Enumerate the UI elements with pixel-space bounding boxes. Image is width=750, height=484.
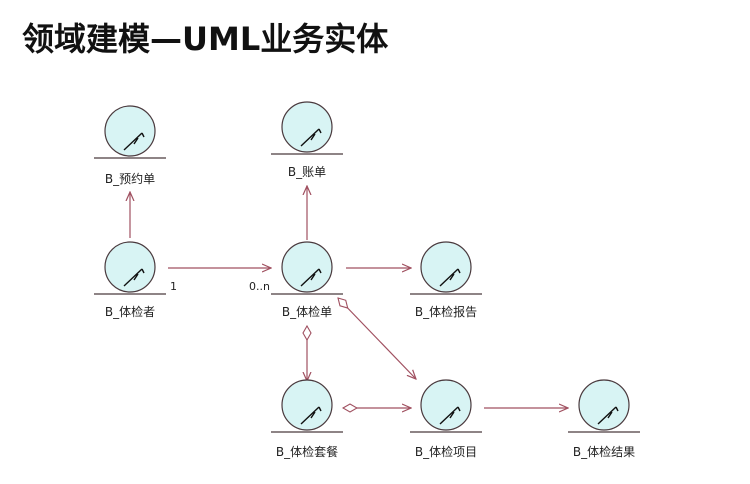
entity-pen-icon bbox=[300, 406, 322, 425]
entity-exam-package[interactable] bbox=[271, 379, 343, 433]
entity-label-examinee: B_体检者 bbox=[105, 304, 155, 319]
entity-pen-icon bbox=[300, 128, 322, 147]
multiplicity-exam-form: 0..n bbox=[249, 280, 270, 293]
entity-pen-icon bbox=[300, 268, 322, 287]
entity-exam-form[interactable] bbox=[271, 241, 343, 295]
entity-reservation[interactable] bbox=[94, 105, 166, 159]
entity-exam-report[interactable] bbox=[410, 241, 482, 295]
entity-label-bill: B_账单 bbox=[288, 165, 326, 179]
entity-label-exam-report: B_体检报告 bbox=[415, 304, 477, 319]
entity-exam-item[interactable] bbox=[410, 379, 482, 433]
connectors bbox=[130, 186, 568, 408]
entity-pen-icon bbox=[439, 268, 461, 287]
entity-label-exam-item: B_体检项目 bbox=[415, 444, 477, 459]
multiplicity-examinee: 1 bbox=[170, 280, 177, 293]
entity-examinee[interactable] bbox=[94, 241, 166, 295]
aggregation-exam-form-item bbox=[338, 298, 416, 379]
entity-pen-icon bbox=[597, 406, 619, 425]
entity-label-exam-form: B_体检单 bbox=[282, 304, 332, 319]
entity-label-exam-package: B_体检套餐 bbox=[276, 444, 338, 459]
page-title: 领域建模—UML业务实体 bbox=[22, 20, 389, 58]
entity-label-reservation: B_预约单 bbox=[105, 171, 155, 186]
entity-pen-icon bbox=[123, 268, 145, 287]
entity-bill[interactable] bbox=[271, 101, 343, 155]
entity-exam-result[interactable] bbox=[568, 379, 640, 433]
entity-pen-icon bbox=[439, 406, 461, 425]
entity-pen-icon bbox=[123, 132, 145, 151]
entity-label-exam-result: B_体检结果 bbox=[573, 444, 635, 459]
